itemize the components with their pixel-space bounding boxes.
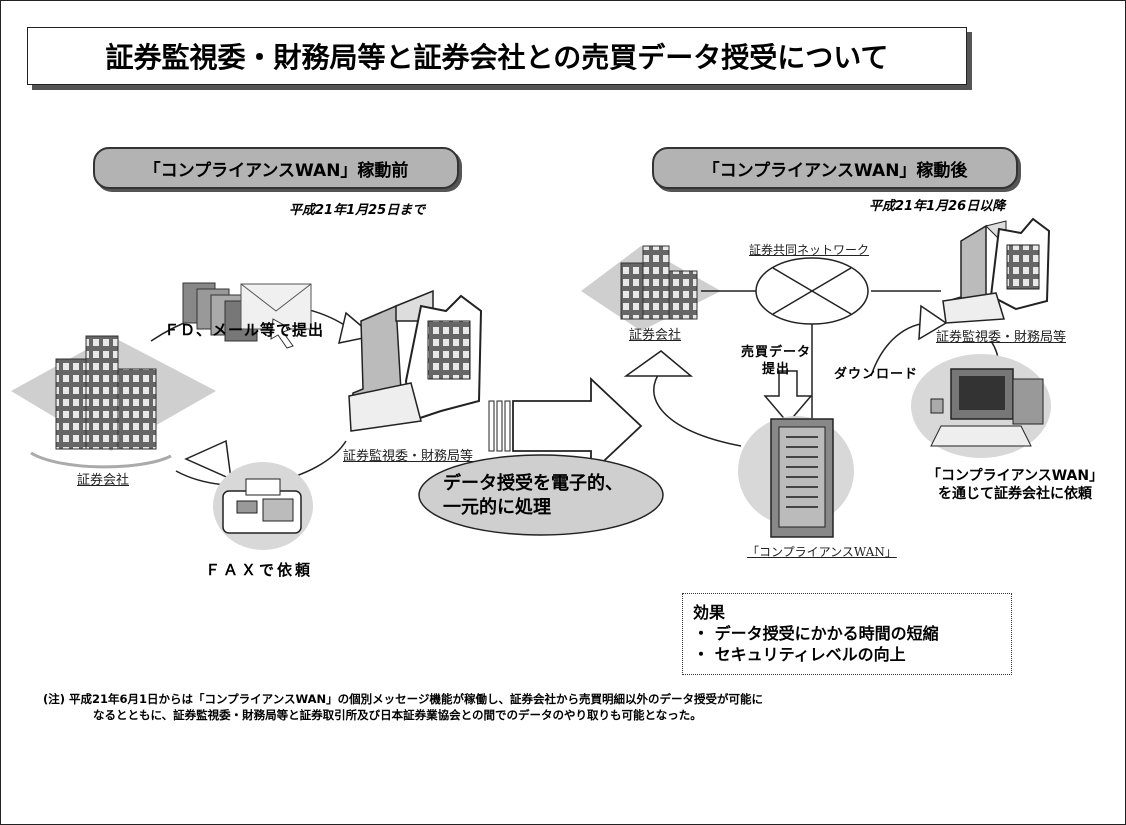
left-company-label: 証券会社 [77,473,130,488]
fd-mail-label: ＦＤ、メール等で提出 [164,321,325,339]
center-ellipse-line-2: 一元的に処理 [443,497,551,518]
footnote-line-1: (注) 平成21年6月1日からは「コンプライアンスWAN」の個別メッセージ機能が… [43,692,763,706]
network-node [755,257,869,325]
footnote: (注) 平成21年6月1日からは「コンプライアンスWAN」の個別メッセージ機能が… [43,691,1113,723]
effects-item-2: ・ セキュリティレベルの向上 [693,645,906,664]
submit-label: 売買データ 提出 [741,344,811,378]
after-pill: 「コンプライアンスWAN」稼動後 [652,147,1018,189]
wan-request-line-2: を通じて証券会社に依頼 [938,486,1093,502]
left-regulator-building [348,289,483,432]
effects-item-1: ・ データ授受にかかる時間の短縮 [693,624,939,643]
computer-icon [911,354,1051,458]
left-regulator-label: 証券監視委・財務局等 [343,449,474,464]
center-ellipse-label: データ授受を電子的、 一元的に処理 [443,472,643,520]
regulator-arrowhead [918,304,948,341]
wan-request-label: 「コンプライアンスWAN」 を通じて証券会社に依頼 [927,467,1103,503]
fax-icon [213,462,313,550]
network-label: 証券共同ネットワーク [749,243,870,257]
right-company-label: 証券会社 [629,328,682,343]
before-date: 平成21年1月25日まで [289,203,426,218]
download-label: ダウンロード [834,367,919,382]
effects-box: 効果 ・ データ授受にかかる時間の短縮 ・ セキュリティレベルの向上 [682,593,1012,675]
left-company-building [11,335,216,469]
before-pill: 「コンプライアンスWAN」稼動前 [93,147,459,189]
wan-label: 「コンプライアンスWAN」 [747,545,897,559]
submit-label-line-1: 売買データ [741,345,812,360]
central-arrow [488,376,643,476]
footnote-line-2: なるとともに、証券監視委・財務局等と証券取引所及び日本証券業協会との間でのデータ… [93,708,702,722]
submit-label-line-2: 提出 [762,362,791,377]
center-ellipse [418,454,664,536]
return-arc [653,370,742,447]
submit-arrow [763,370,813,425]
fax-arrowhead [184,439,232,481]
right-company-building [581,245,721,331]
effects-heading: 効果 [693,603,726,622]
center-ellipse-line-1: データ授受を電子的、 [443,473,623,494]
company-arrowhead [623,350,694,377]
server-icon [738,416,854,538]
files-mail-icon [182,282,312,349]
after-date: 平成21年1月26日以降 [869,199,1006,214]
download-arc [870,322,927,377]
right-regulator-label: 証券監視委・財務局等 [936,330,1067,345]
page-title: 証券監視委・財務局等と証券会社との売買データ授受について [27,27,967,85]
fax-label: ＦＡＸで依頼 [205,561,314,579]
right-regulator-building [942,217,1051,324]
wan-request-line-1: 「コンプライアンスWAN」 [927,468,1104,484]
